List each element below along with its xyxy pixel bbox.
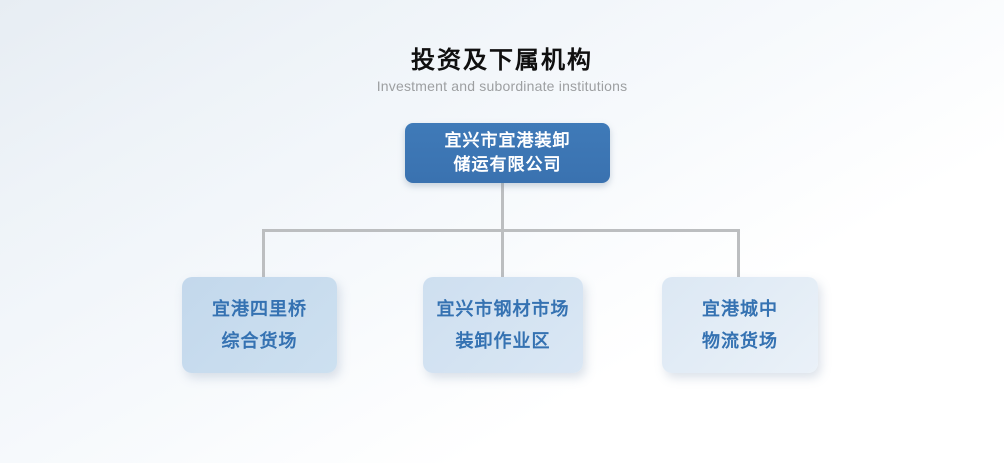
page-header: 投资及下属机构 Investment and subordinate insti… bbox=[0, 47, 1004, 95]
page-subtitle: Investment and subordinate institutions bbox=[376, 78, 628, 94]
org-node-root: 宜兴市宜港装卸 储运有限公司 bbox=[405, 123, 610, 183]
connector-right-vertical-line bbox=[737, 229, 740, 277]
page-title: 投资及下属机构 bbox=[411, 47, 593, 74]
connector-left-vertical-line bbox=[262, 229, 265, 277]
org-node-child-2: 宜兴市钢材市场 装卸作业区 bbox=[423, 277, 583, 373]
org-node-child-3: 宜港城中 物流货场 bbox=[662, 277, 818, 373]
connector-horizontal-line bbox=[262, 229, 740, 232]
org-node-child-1: 宜港四里桥 综合货场 bbox=[182, 277, 337, 373]
